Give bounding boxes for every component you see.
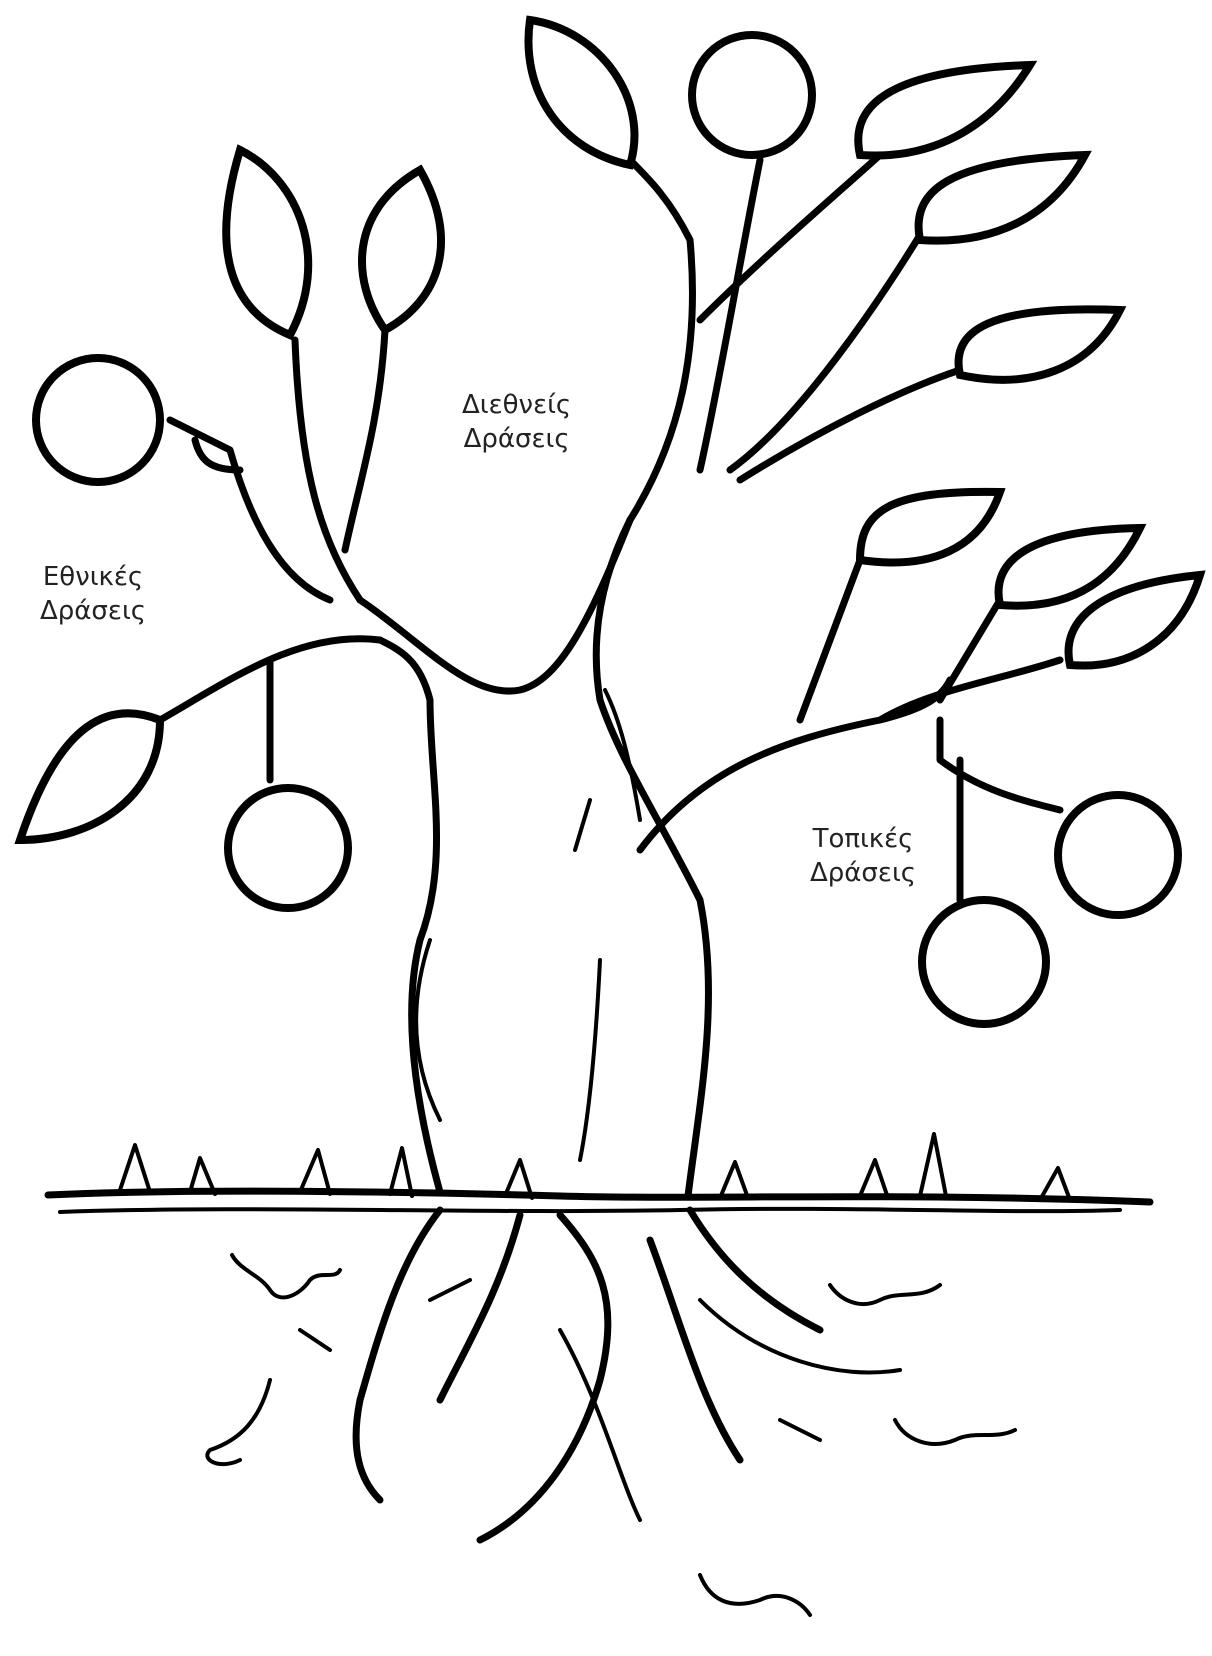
label-line: Δράσεις <box>40 594 146 628</box>
ground-line-lower <box>60 1209 1120 1212</box>
circle-slot <box>228 788 348 908</box>
label-national-actions: Εθνικές Δράσεις <box>40 560 146 628</box>
worm-3 <box>830 1285 940 1304</box>
worm-4 <box>895 1420 1015 1444</box>
trunk-crotch <box>360 520 630 691</box>
label-line: Δράσεις <box>462 422 571 456</box>
circle-slot <box>692 35 812 155</box>
worm-1 <box>232 1255 340 1297</box>
leaf-slot <box>362 170 441 330</box>
leaf-slot <box>226 150 308 335</box>
branch-top <box>630 155 880 520</box>
tree-roots <box>356 1210 820 1540</box>
label-line: Εθνικές <box>40 560 146 594</box>
leaf-slot <box>528 20 634 165</box>
label-international-actions: Διεθνείς Δράσεις <box>462 388 571 456</box>
leaf-slot <box>20 713 160 840</box>
branch-top-right <box>730 235 960 480</box>
circle-slot <box>36 358 160 482</box>
worm-5 <box>700 1575 810 1615</box>
worm-2 <box>207 1380 270 1464</box>
label-line: Δράσεις <box>810 856 916 890</box>
trunk-detail <box>416 690 640 1160</box>
label-line: Τοπικές <box>810 822 916 856</box>
circle-slot <box>922 900 1046 1024</box>
leaf-slot <box>860 492 1000 563</box>
branch-right-lower <box>940 720 1060 900</box>
leaf-slot <box>959 309 1120 379</box>
tree-roots-thin <box>300 1280 900 1520</box>
leaf-slot <box>858 65 1030 156</box>
leaf-slot <box>919 155 1085 241</box>
circle-slot <box>1058 795 1178 915</box>
branch-left-lower <box>160 639 380 780</box>
label-local-actions: Τοπικές Δράσεις <box>810 822 916 890</box>
label-line: Διεθνείς <box>462 388 571 422</box>
branch-left-upper <box>295 330 385 600</box>
